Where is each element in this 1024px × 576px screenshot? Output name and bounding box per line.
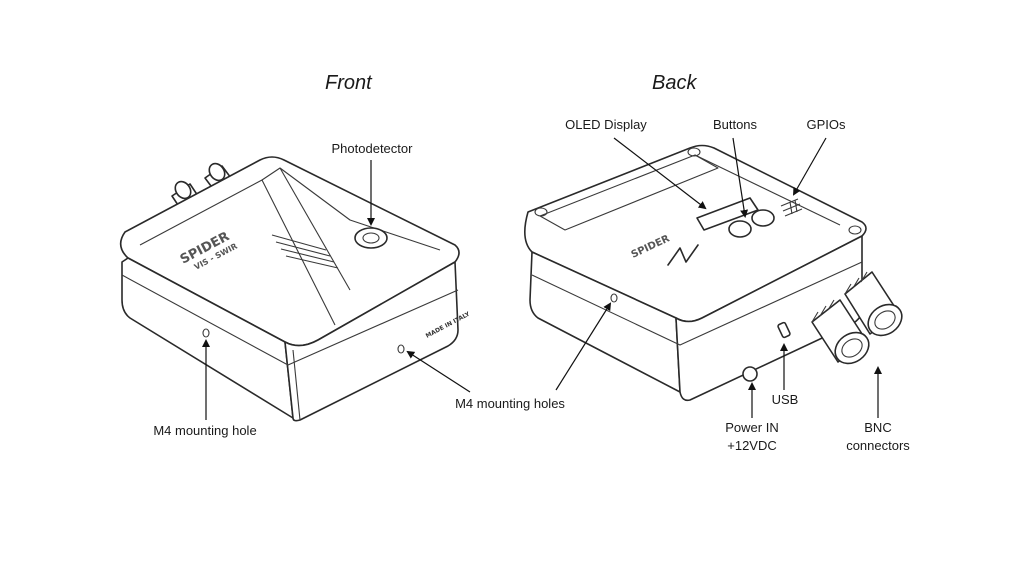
bnc-connector-upper [844,271,903,337]
back-device: SPIDER [524,144,903,402]
arrow-gpios [793,137,827,196]
label-usb: USB [771,392,799,407]
front-right-side [284,261,459,422]
back-corner-screw-3 [848,225,862,235]
front-mounting-hole-right [397,344,405,354]
front-device: SPIDER VIS - SWIR MADE IN ITALY [119,156,472,422]
label-bnc-line2: connectors [846,438,910,453]
label-m4-mounting-holes: M4 mounting holes [455,396,565,411]
bnc-connector-lower [811,299,870,365]
label-bnc-line1: BNC [864,420,892,435]
power-in-connector [742,366,758,382]
photodetector-window [354,227,388,249]
arrow-m4-holes-back [555,302,612,391]
label-power-in-line2: +12VDC [727,438,777,453]
arrow-oled [613,137,707,210]
label-m4-mounting-hole: M4 mounting hole [153,423,257,438]
button-right [751,209,775,227]
back-left-side [529,251,681,393]
label-gpios: GPIOs [806,117,846,132]
back-corner-screw-1 [534,207,548,217]
label-power-in: Power IN +12VDC [712,419,792,455]
label-power-in-line1: Power IN [725,420,779,435]
front-mounting-hole-left [202,328,210,338]
label-photodetector: Photodetector [331,141,413,156]
back-logo-mark [667,244,699,266]
back-corner-screw-2 [687,147,701,157]
label-buttons: Buttons [712,117,758,132]
front-view-title: Front [325,72,372,94]
arrow-m4-holes-front [406,350,471,393]
callout-arrows [202,137,882,420]
back-mounting-hole [610,293,618,303]
back-view-title: Back [652,72,697,94]
label-oled-display: OLED Display [565,117,647,132]
usb-port [777,321,791,339]
arrow-buttons [732,137,749,218]
label-bnc-connectors: BNC connectors [836,419,920,455]
gpio-block [780,198,803,217]
button-left [728,220,752,238]
